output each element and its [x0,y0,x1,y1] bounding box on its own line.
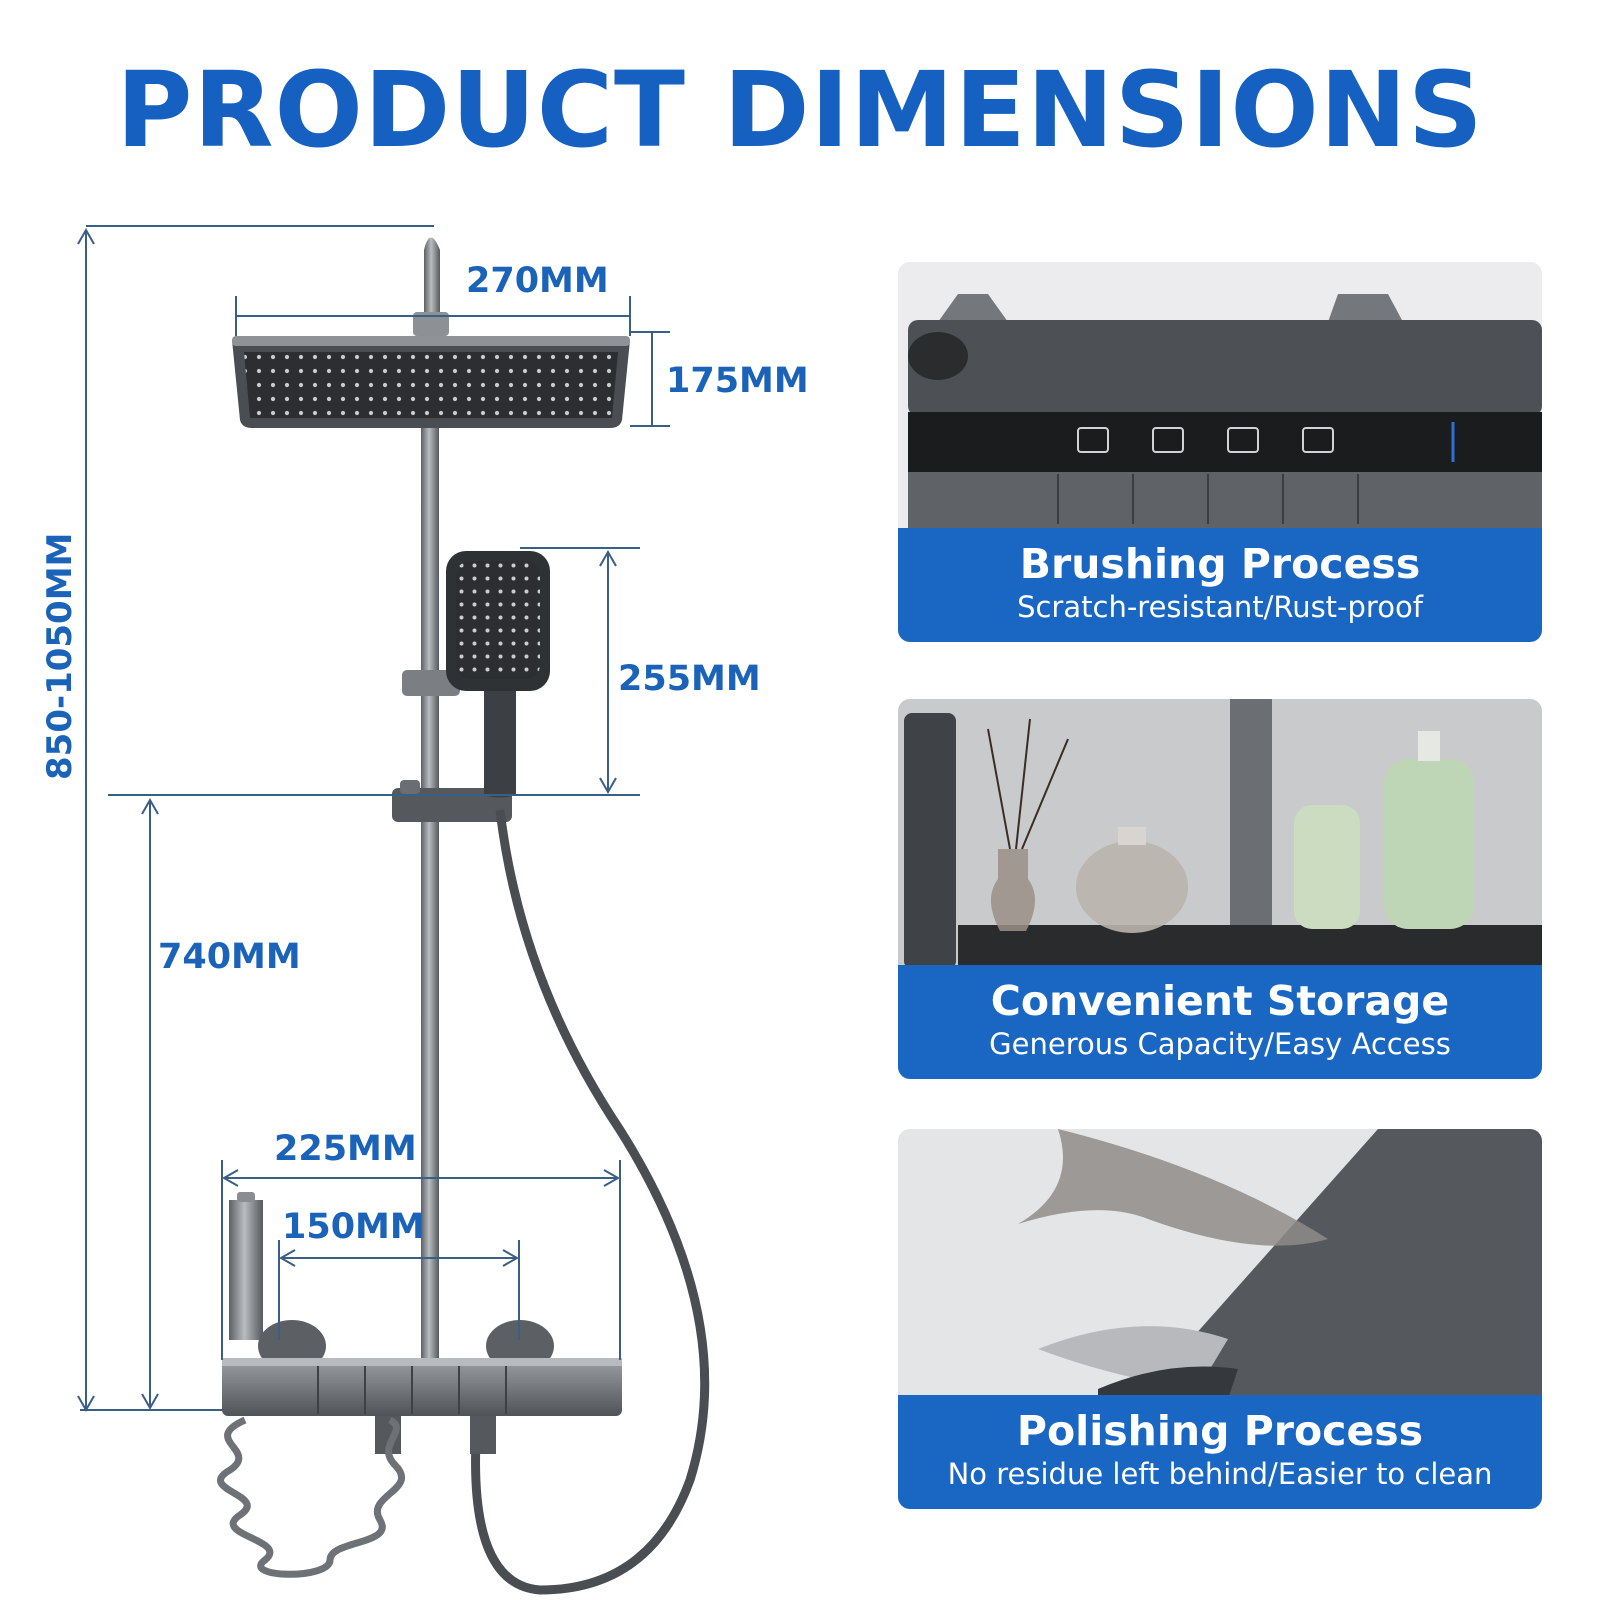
shower-hose [471,809,710,1595]
dimension-head-depth: 175MM [666,361,809,401]
control-panel-photo [898,262,1542,532]
thermostatic-mixer [222,1192,622,1454]
dimension-head-width: 270MM [466,261,609,301]
storage-shelf-photo [898,699,1542,969]
feature-card-brushing: Brushing Process Scratch-resistant/Rust-… [898,262,1542,642]
feature-band: Convenient Storage Generous Capacity/Eas… [898,965,1542,1079]
dimension-valve-spacing: 150MM [282,1207,425,1247]
dimension-mixer-width: 225MM [274,1129,417,1169]
feature-title: Polishing Process [1016,1407,1424,1455]
feature-card-storage: Convenient Storage Generous Capacity/Eas… [898,699,1542,1079]
rain-shower-head [232,336,630,428]
feature-band: Brushing Process Scratch-resistant/Rust-… [898,528,1542,642]
dimension-total-height: 850-1050MM [40,532,80,780]
feature-card-polishing: Polishing Process No residue left behind… [898,1129,1542,1509]
page-title: PRODUCT DIMENSIONS [116,49,1484,171]
riser-pipe [413,237,449,1370]
feature-band: Polishing Process No residue left behind… [898,1395,1542,1509]
feature-title: Convenient Storage [990,977,1450,1025]
feature-subtitle: Generous Capacity/Easy Access [989,1027,1451,1061]
slide-bar-holder [392,670,512,822]
polished-surface-photo [898,1129,1542,1399]
dimension-lines [77,225,670,1413]
dimension-handheld-length: 255MM [618,659,761,699]
feature-subtitle: Scratch-resistant/Rust-proof [1017,590,1423,624]
dimension-mixer-height: 740MM [158,937,301,977]
feature-title: Brushing Process [1019,540,1421,588]
hand-shower [446,551,550,798]
feature-subtitle: No residue left behind/Easier to clean [947,1457,1493,1491]
coiled-hose [217,1416,406,1578]
